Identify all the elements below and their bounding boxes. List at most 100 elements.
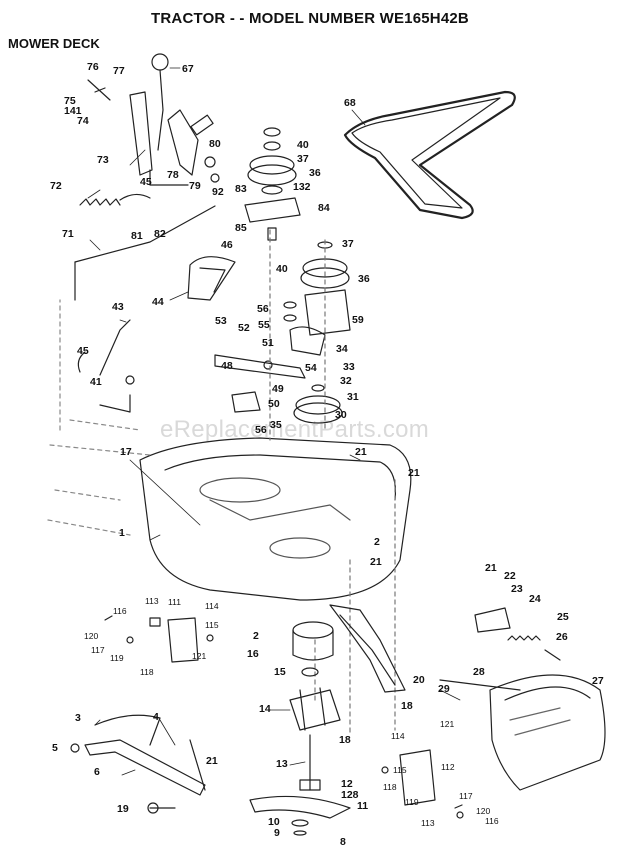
callout-112: 112 [441, 762, 455, 772]
callout-55: 55 [258, 319, 270, 331]
callout-92: 92 [212, 186, 224, 198]
callout-114-b: 114 [391, 731, 405, 741]
alignment-lines [269, 229, 396, 736]
callout-116-b: 116 [485, 816, 499, 826]
callout-132: 132 [293, 181, 311, 193]
callout-73: 73 [97, 154, 109, 166]
deck-hanger-right [474, 607, 561, 661]
callout-120-a: 120 [84, 631, 99, 641]
callout-84: 84 [318, 202, 330, 214]
callout-115-a: 115 [205, 620, 219, 630]
callout-80: 80 [209, 138, 221, 150]
callout-40-upper: 40 [297, 139, 309, 151]
callout-5: 5 [52, 742, 58, 754]
callout-20: 20 [413, 674, 425, 686]
callout-118-b: 118 [383, 782, 397, 792]
callout-115-b: 115 [393, 765, 407, 775]
callout-41: 41 [90, 376, 102, 388]
callout-79: 79 [189, 180, 201, 192]
linkage-arm [214, 354, 306, 413]
callout-121-a: 121 [192, 651, 207, 661]
callout-18-b: 18 [339, 734, 351, 746]
callout-46: 46 [221, 239, 233, 251]
callout-121-b: 121 [440, 719, 455, 729]
callout-51: 51 [262, 337, 274, 349]
callout-141: 141 [64, 105, 82, 117]
callout-21-c: 21 [370, 556, 382, 568]
callout-21-a: 21 [355, 446, 367, 458]
callout-4: 4 [153, 711, 159, 723]
callout-26: 26 [556, 631, 568, 643]
gauge-wheel-bracket-right [381, 749, 464, 819]
callout-77: 77 [113, 65, 125, 77]
callout-9: 9 [274, 827, 280, 839]
callout-3: 3 [75, 712, 81, 724]
front-hanger-linkage [70, 714, 206, 814]
callout-15: 15 [274, 666, 286, 678]
callout-16: 16 [247, 648, 259, 660]
callout-2-a: 2 [374, 536, 380, 548]
callout-119-b: 119 [405, 797, 419, 807]
callout-33: 33 [343, 361, 355, 373]
callout-50: 50 [268, 398, 280, 410]
callout-19: 19 [117, 803, 129, 815]
callout-111: 111 [168, 597, 181, 607]
callout-114-a: 114 [205, 601, 219, 611]
callout-113-b: 113 [421, 818, 435, 828]
callout-119-a: 119 [110, 653, 124, 663]
callout-118-a: 118 [140, 667, 154, 677]
callout-81: 81 [131, 230, 143, 242]
callout-21-e: 21 [206, 755, 218, 767]
callout-45-upper: 45 [140, 176, 152, 188]
callout-43: 43 [112, 301, 124, 313]
callout-37-lower: 37 [342, 238, 354, 250]
callout-68: 68 [344, 97, 356, 109]
callout-117-a: 117 [91, 645, 105, 655]
callout-29: 29 [438, 683, 450, 695]
callout-10: 10 [268, 816, 280, 828]
callout-18-a: 18 [401, 700, 413, 712]
callout-59: 59 [352, 314, 364, 326]
callout-128: 128 [341, 789, 359, 801]
callout-32: 32 [340, 375, 352, 387]
callout-113-a: 113 [145, 596, 159, 606]
callout-56-upper: 56 [257, 303, 269, 315]
lower-pulley-stack [283, 241, 351, 356]
callout-120-b: 120 [476, 806, 491, 816]
callout-82: 82 [154, 228, 166, 240]
callout-36-lower: 36 [358, 273, 370, 285]
section-heading: MOWER DECK [8, 36, 100, 51]
callout-36-upper: 36 [309, 167, 321, 179]
callout-24: 24 [529, 593, 541, 605]
gauge-wheel-bracket-left [104, 615, 214, 663]
callout-85: 85 [235, 222, 247, 234]
callout-83: 83 [235, 183, 247, 195]
callout-1: 1 [119, 527, 125, 539]
callout-34: 34 [336, 343, 348, 355]
callout-13: 13 [276, 758, 288, 770]
callout-75: 75 [64, 95, 76, 107]
callout-72: 72 [50, 180, 62, 192]
callout-21-d: 21 [485, 562, 497, 574]
callout-74: 74 [77, 115, 89, 127]
callout-48: 48 [221, 360, 233, 372]
callout-53: 53 [215, 315, 227, 327]
callout-35: 35 [270, 419, 282, 431]
callout-11: 11 [357, 800, 369, 812]
callout-17: 17 [120, 446, 132, 458]
callout-8: 8 [340, 836, 346, 848]
idler-arm-bracket [187, 256, 236, 301]
callout-12: 12 [341, 778, 353, 790]
callout-40-lower: 40 [276, 263, 288, 275]
callout-27: 27 [592, 675, 604, 687]
callout-22: 22 [504, 570, 516, 582]
callout-2-b: 2 [253, 630, 259, 642]
leader-lines [87, 67, 461, 776]
callout-23: 23 [511, 583, 523, 595]
callout-45-lower: 45 [77, 345, 89, 357]
callout-52: 52 [238, 322, 250, 334]
springs-and-rods [74, 193, 216, 413]
callout-37-upper: 37 [297, 153, 309, 165]
callout-71: 71 [62, 228, 74, 240]
